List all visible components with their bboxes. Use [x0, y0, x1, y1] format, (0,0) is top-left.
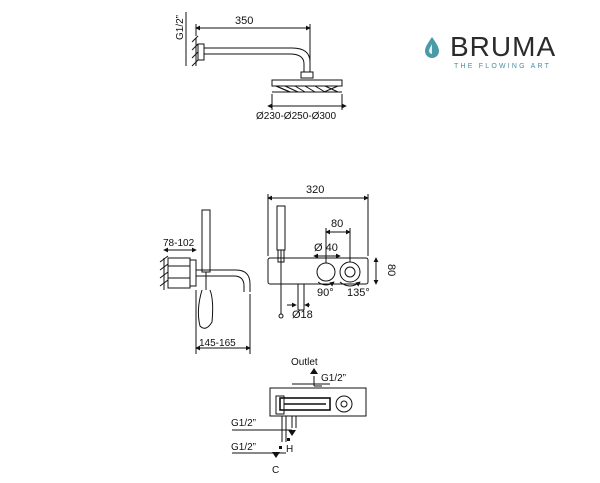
valve-outlet-thread-label: G1/2”: [321, 373, 346, 384]
water-drop-icon: [425, 37, 439, 58]
valve-hot-letter: H: [286, 444, 293, 455]
front-handle-diameter-label: Ø 40: [314, 242, 338, 254]
cold-marker: [279, 446, 282, 449]
front-handshower-diameter-label: Ø18: [292, 309, 313, 321]
front-spacing-label: 80: [331, 218, 343, 230]
valve-outlet-label: Outlet: [291, 357, 318, 368]
cold-inlet-arrow-icon: [272, 452, 280, 458]
valve-cold-thread-label: G1/2”: [231, 442, 256, 453]
side-projection-label: 145-165: [199, 338, 236, 349]
shower-connection-label: G1/2”: [175, 15, 186, 40]
front-height-label: 80: [385, 264, 397, 276]
valve-hot-thread-label: G1/2”: [231, 418, 256, 429]
front-width-label: 320: [306, 184, 324, 196]
shower-head-diameters-label: Ø230-Ø250-Ø300: [256, 111, 336, 122]
shower-head-drawing: [185, 12, 347, 110]
hot-inlet-arrow-icon: [288, 430, 296, 436]
front-rotation-left-label: 90°: [317, 287, 334, 299]
flow-arrows: [272, 368, 318, 458]
front-view-drawing: [267, 194, 379, 319]
brand-name: BRUMA: [450, 31, 557, 62]
valve-cold-letter: C: [272, 465, 279, 476]
outlet-arrow-icon: [310, 368, 318, 374]
side-depth-label: 78-102: [163, 238, 195, 249]
brand-tagline: THE FLOWING ART: [454, 63, 552, 70]
side-view-drawing: [159, 209, 251, 354]
brand-logo-block: BRUMA THE FLOWING ART: [420, 32, 580, 72]
shower-arm-length-label: 350: [235, 15, 253, 27]
hot-marker: [287, 438, 290, 441]
front-rotation-right-label: 135°: [347, 287, 370, 299]
